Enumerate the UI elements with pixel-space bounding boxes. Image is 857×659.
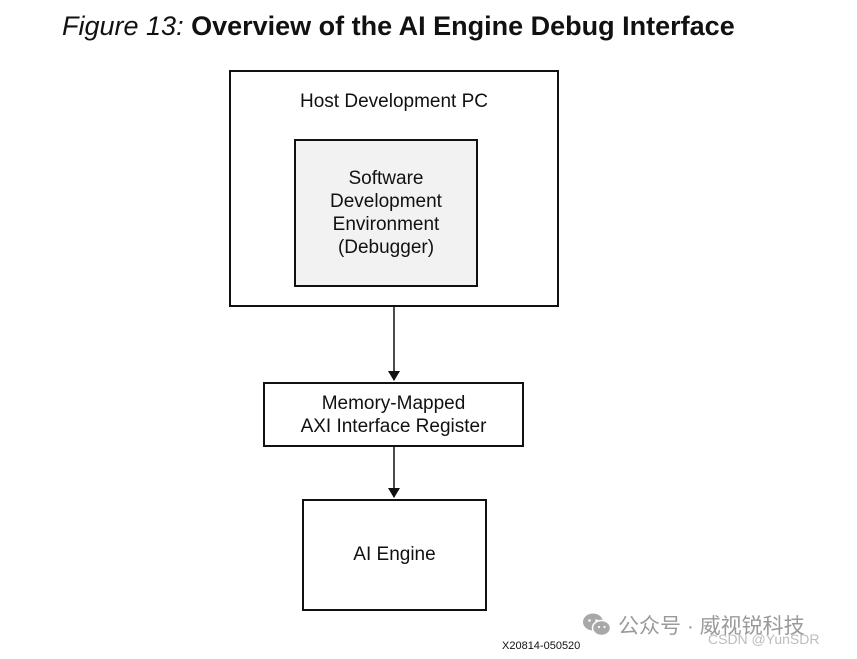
wechat-icon [583, 613, 612, 637]
ai-engine-box: AI Engine [302, 499, 487, 611]
mm-line-2: AXI Interface Register [300, 415, 487, 437]
sde-line-2: Development [330, 191, 442, 212]
figure-heading: Overview of the AI Engine Debug Interfac… [191, 11, 735, 41]
sde-line-4: (Debugger) [337, 237, 435, 258]
watermark-text: 公众号 · 威视锐科技 [618, 615, 805, 638]
figure-title: Figure 13: Overview of the AI Engine Deb… [62, 8, 735, 44]
sde-line-1: Software [348, 168, 424, 189]
figure-id: X20814-050520 [502, 640, 581, 652]
host-development-pc-label: Host Development PC [300, 91, 488, 112]
sde-line-3: Environment [332, 214, 440, 235]
watermark-source: CSDN @YunSDR [708, 631, 820, 647]
watermark: 公众号 · 威视锐科技 [582, 610, 805, 640]
memory-mapped-axi-register-box: Memory-Mapped AXI Interface Register [263, 382, 524, 447]
mm-line-1: Memory-Mapped [321, 392, 466, 414]
ai-engine-label: AI Engine [353, 544, 436, 565]
software-development-environment-box: Software Development Environment (Debugg… [294, 139, 478, 287]
figure-label: Figure 13: [62, 11, 184, 41]
